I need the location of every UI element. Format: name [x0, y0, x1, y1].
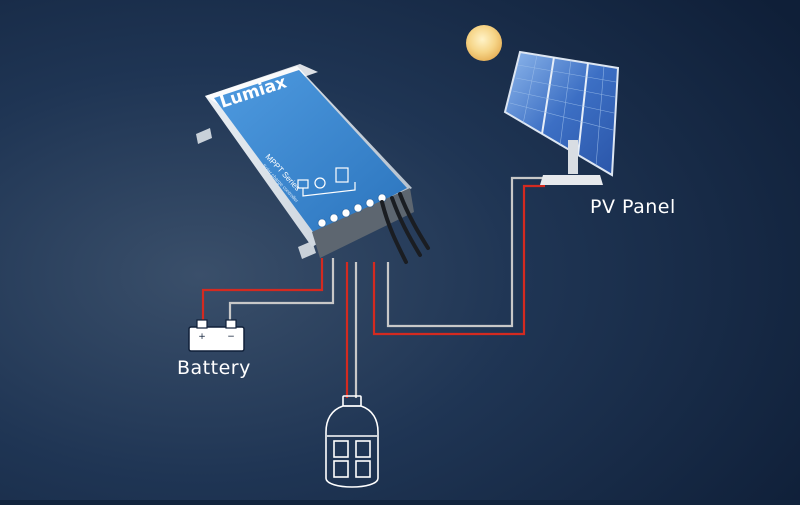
- controller-face: [214, 70, 407, 236]
- battery-icon: + −: [188, 319, 245, 352]
- sun-icon: [466, 25, 502, 61]
- battery-negative-label: −: [227, 332, 235, 342]
- pv-wires: [372, 176, 545, 336]
- battery-wires: [201, 258, 335, 322]
- charge-controller: Lumiax MPPT Series Solar charge controll…: [196, 64, 430, 264]
- connection-icons: [297, 167, 356, 197]
- lamp-icon: [325, 395, 379, 488]
- terminal-block: [312, 188, 414, 258]
- cables: [380, 192, 430, 264]
- load-wires: [345, 262, 358, 398]
- panel-base: [540, 175, 603, 185]
- panel-post: [568, 140, 578, 174]
- pv-panel: [503, 50, 620, 185]
- battery-label: Battery: [177, 357, 251, 379]
- pv-panel-label: PV Panel: [590, 196, 676, 218]
- battery-positive-label: +: [198, 332, 206, 342]
